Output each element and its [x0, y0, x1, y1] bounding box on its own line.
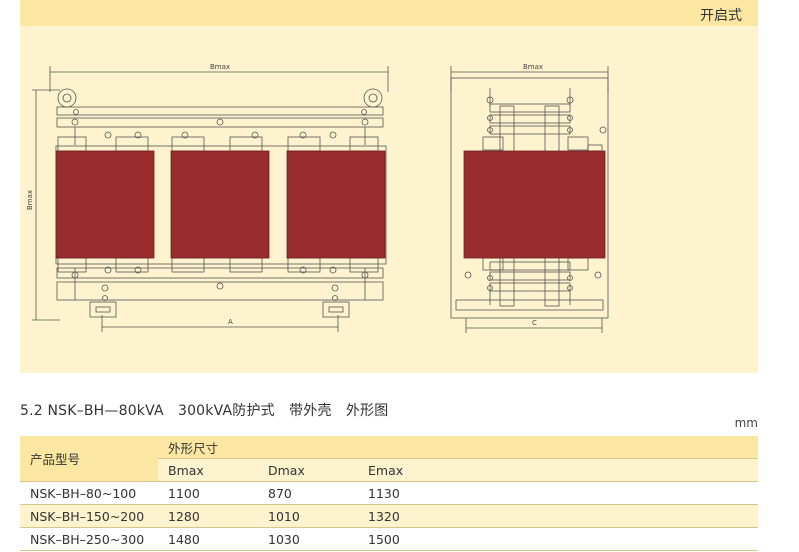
- value-cell: 1500: [358, 527, 758, 551]
- model-cell: NSK–BH–80~100: [20, 481, 158, 505]
- value-cell: 1480: [158, 527, 258, 551]
- transformer-drawing: Bmax Bmax A Bmax C: [26, 63, 609, 333]
- base-frame: [56, 281, 384, 301]
- front-width-label: Bmax: [210, 63, 230, 71]
- value-cell: 870: [258, 481, 358, 505]
- table-subheader-row: Bmax Dmax Emax: [20, 458, 758, 482]
- value-cell: 1010: [258, 504, 358, 528]
- top-clamp-beam: [56, 106, 384, 116]
- model-cell: NSK–BH–250~300: [20, 527, 158, 551]
- value-cell: 1280: [158, 504, 258, 528]
- header-strip: 开启式: [20, 0, 758, 26]
- column-header: Bmax: [158, 458, 258, 482]
- coil-left: [55, 150, 155, 259]
- section-title: 5.2 NSK–BH—80kVA 300kVA防护式 带外壳 外形图: [20, 403, 389, 419]
- group-header: 外形尺寸: [158, 436, 758, 459]
- column-header: Emax: [358, 458, 758, 482]
- table-row: NSK–BH–250~300 1480 1030 1500: [20, 527, 758, 551]
- side-frame: [450, 77, 609, 319]
- front-height-label: Bmax: [26, 190, 34, 210]
- table-header-row: 产品型号 外形尺寸: [20, 436, 758, 482]
- table-row: NSK–BH–150~200 1280 1010 1320: [20, 504, 758, 528]
- row-header: 产品型号: [20, 436, 158, 482]
- model-cell: NSK–BH–150~200: [20, 504, 158, 528]
- value-cell: 1130: [358, 481, 758, 505]
- top-bolts: [71, 109, 369, 139]
- value-cell: 1030: [258, 527, 358, 551]
- value-cell: 1100: [158, 481, 258, 505]
- foot-left: [89, 301, 117, 318]
- side-spacing-label: C: [532, 319, 537, 327]
- column-header: Dmax: [258, 458, 358, 482]
- bottom-bolts: [71, 266, 369, 301]
- dimension-table: 产品型号 外形尺寸 Bmax Dmax Emax NSK–BH–80~100 1…: [20, 436, 758, 551]
- side-width-label: Bmax: [523, 63, 543, 71]
- foot-right: [322, 301, 350, 318]
- side-base: [455, 299, 604, 311]
- unit-label: mm: [734, 416, 758, 430]
- front-spacing-label: A: [228, 318, 233, 326]
- lifting-eye-left: [57, 88, 77, 108]
- value-cell: 1320: [358, 504, 758, 528]
- lifting-eye-right: [363, 88, 383, 108]
- type-label: 开启式: [700, 8, 742, 24]
- bottom-clamp-beam: [56, 267, 384, 279]
- coil-right: [286, 150, 386, 259]
- table-row: NSK–BH–80~100 1100 870 1130: [20, 481, 758, 505]
- drawing-panel: 开启式: [20, 0, 758, 373]
- coil-side: [463, 150, 606, 259]
- coil-center: [170, 150, 270, 259]
